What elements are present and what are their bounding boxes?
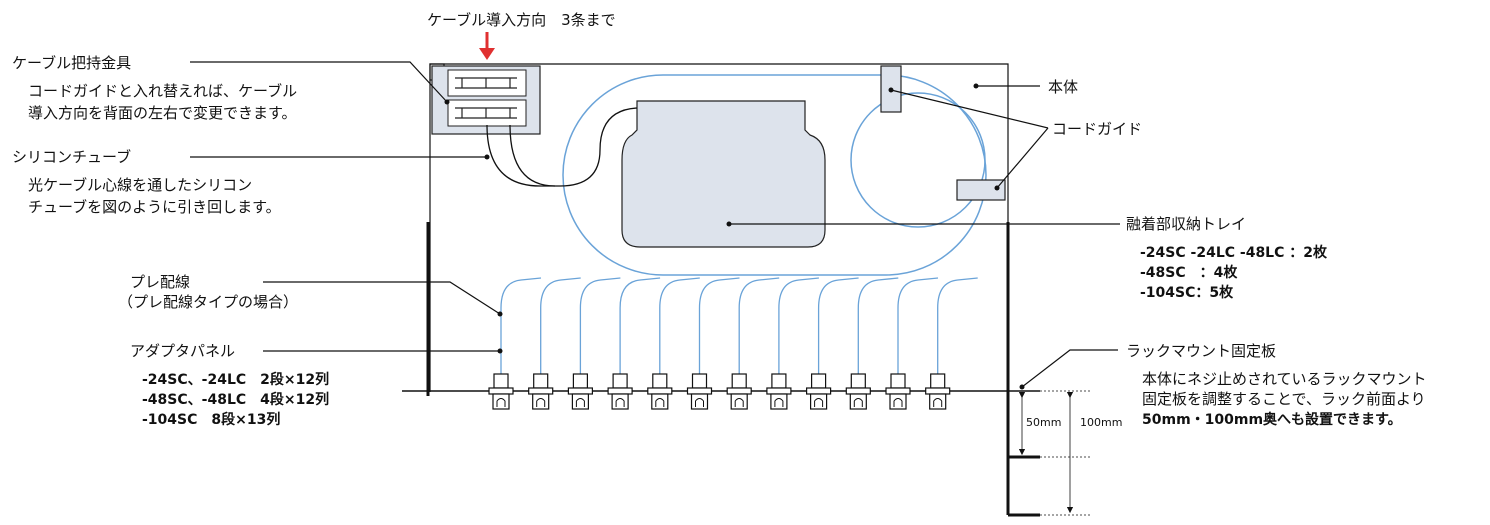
adapter-panel [488,373,951,410]
pre-wire-fiber [817,277,859,374]
adapter [686,373,713,410]
rack-plate-desc-3: 50mm・100mm奥へも設置できます。 [1142,411,1402,428]
pre-wire-fiber [579,277,621,374]
rack-plate-desc-2: 固定板を調整することで、ラック前面より [1142,390,1426,408]
adapter [607,373,633,410]
tray-spec-1: -24SC -24LC -48LC ：2枚 [1140,244,1328,261]
cable-direction-label: ケーブル導入方向 3条まで [427,11,616,29]
rack-plate-desc-1: 本体にネジ止めされているラックマウント [1142,370,1427,388]
pre-wire-fiber [659,277,700,374]
adapter [766,373,792,410]
leader-lines [190,61,1120,390]
pre-wire-fiber [619,277,661,374]
pre-wiring-note: （プレ配線タイプの場合） [118,293,298,311]
cable-holder-bracket [431,65,541,135]
pre-wire-fiber [738,277,780,374]
dim-50-label: 50mm [1026,416,1061,429]
main-body-label: 本体 [1048,78,1078,96]
silicone-tube-title: シリコンチューブ [12,148,131,166]
adapter [528,373,554,410]
adapter [845,373,871,410]
adapter [647,373,673,410]
pre-wiring-title: プレ配線 [130,273,190,291]
adapter-spec-3: -104SC 8段×13列 [142,411,280,428]
adapter [488,373,514,410]
silicone-tube-desc-1: 光ケーブル心線を通したシリコン [28,176,252,194]
splice-tray-title: 融着部収納トレイ [1126,215,1246,233]
cable-holder-title: ケーブル把持金具 [12,54,131,72]
tray-spec-3: -104SC：5枚 [1140,284,1234,301]
silicone-tubes [486,107,638,187]
adapter [885,373,911,410]
pre-wire-fiber [540,277,581,374]
dim-100-label: 100mm [1080,416,1122,429]
adapter [925,373,951,410]
pre-wire-fiber [857,277,899,374]
pre-wire-fiber [937,277,978,374]
fiber-routing [562,74,987,276]
adapter [567,373,594,410]
pre-wire-fiber [698,277,740,374]
cable-holder-desc-2: 導入方向を背面の左右で変更できます。 [28,104,297,122]
dimension-lines [1018,390,1090,516]
pre-wire-fiber [778,277,819,374]
adapter [726,373,752,410]
cable-direction-arrow [479,32,495,60]
adapter-panel-title: アダプタパネル [130,342,235,360]
silicone-tube-desc-2: チューブを図のように引き回します。 [28,198,281,216]
rack-mount-plates [402,222,1040,517]
pre-wire-fiber [500,277,542,374]
pre-wiring-fibers [500,277,978,374]
adapter-spec-2: -48SC、-48LC 4段×12列 [142,391,329,408]
rack-plate-title: ラックマウント固定板 [1126,342,1276,360]
pre-wire-fiber [897,277,939,374]
tray-spec-2: -48SC ：4枚 [1140,264,1238,281]
splice-tray [621,100,826,248]
cord-guide-label: コードガイド [1052,120,1142,138]
adapter-spec-1: -24SC、-24LC 2段×12列 [142,371,329,388]
cord-guide-right [956,179,1006,201]
cable-holder-desc-1: コードガイドと入れ替えれば、ケーブル [28,82,297,100]
adapter [805,373,832,410]
